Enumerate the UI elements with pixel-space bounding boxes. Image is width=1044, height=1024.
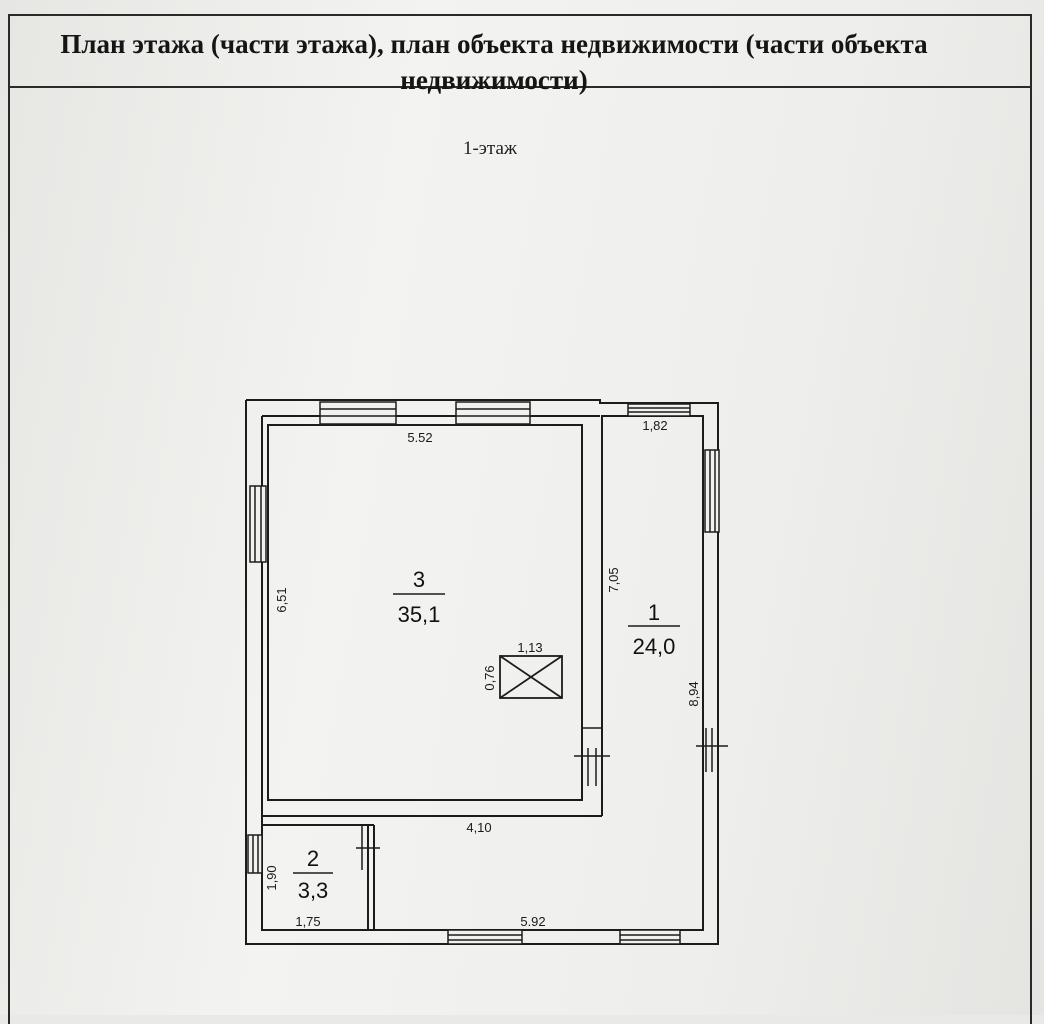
room-3-area: 35,1 xyxy=(398,602,441,627)
dim-room-2-width: 1,75 xyxy=(295,914,320,929)
dim-room-3-width: 5.52 xyxy=(407,430,432,445)
door-room-2 xyxy=(356,825,380,870)
title-line-2: недвижимости) xyxy=(400,65,588,95)
dim-shaft-height: 0,76 xyxy=(482,665,497,690)
door-room-3 xyxy=(574,727,610,786)
dim-lower-inner: 4,10 xyxy=(466,820,491,835)
window-room-2 xyxy=(247,834,263,874)
window-bottom-right xyxy=(619,929,681,945)
room-1-area: 24,0 xyxy=(633,634,676,659)
header-divider xyxy=(8,86,1032,88)
window-top-middle xyxy=(455,401,531,425)
dim-room-1-height: 8,94 xyxy=(686,681,701,706)
dim-room-2-height: 1,90 xyxy=(264,865,279,890)
window-top-left xyxy=(319,401,397,425)
window-top-right xyxy=(627,403,691,417)
dim-shaft-width: 1,13 xyxy=(517,640,542,655)
dim-room-1-top: 1,82 xyxy=(642,418,667,433)
document-frame xyxy=(8,14,1032,1024)
room-3-number: 3 xyxy=(413,567,425,592)
window-left xyxy=(249,485,267,563)
dim-room-1-inner: 7,05 xyxy=(606,567,621,592)
title-line-1: План этажа (части этажа), план объекта н… xyxy=(60,29,928,59)
page-title: План этажа (части этажа), план объекта н… xyxy=(14,26,974,98)
window-right xyxy=(704,449,720,533)
floor-label: 1-этаж xyxy=(462,138,518,159)
dim-bottom-width: 5.92 xyxy=(520,914,545,929)
door-exterior-right xyxy=(696,728,728,772)
room-2-number: 2 xyxy=(307,846,319,871)
shaft-symbol xyxy=(499,655,563,699)
room-1-number: 1 xyxy=(648,600,660,625)
dim-room-3-height: 6,51 xyxy=(274,587,289,612)
window-bottom-middle xyxy=(447,929,523,945)
room-2-area: 3,3 xyxy=(298,878,329,903)
